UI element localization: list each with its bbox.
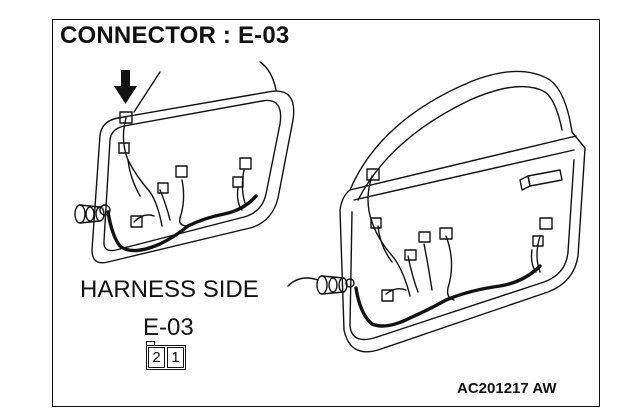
left-door-grommet	[74, 204, 111, 224]
connector-id-label: E-03	[143, 314, 194, 341]
harness-side-label: HARNESS SIDE	[80, 276, 259, 303]
diagram-frame	[52, 19, 600, 407]
arrow-down-icon	[114, 70, 137, 104]
right-door-panel	[339, 70, 586, 353]
right-door-grommet	[287, 275, 355, 295]
left-door-harness	[106, 117, 258, 253]
figure-code: AC201217 AW	[457, 380, 557, 397]
connector-title: CONNECTOR : E-03	[60, 22, 290, 49]
left-door-connectors	[118, 111, 252, 228]
pin-1: 1	[167, 347, 184, 368]
left-door-panel	[91, 61, 295, 264]
right-door-connectors	[366, 168, 553, 302]
pin-2: 2	[148, 347, 165, 368]
connector-pin-layout: 2 1	[146, 341, 186, 370]
